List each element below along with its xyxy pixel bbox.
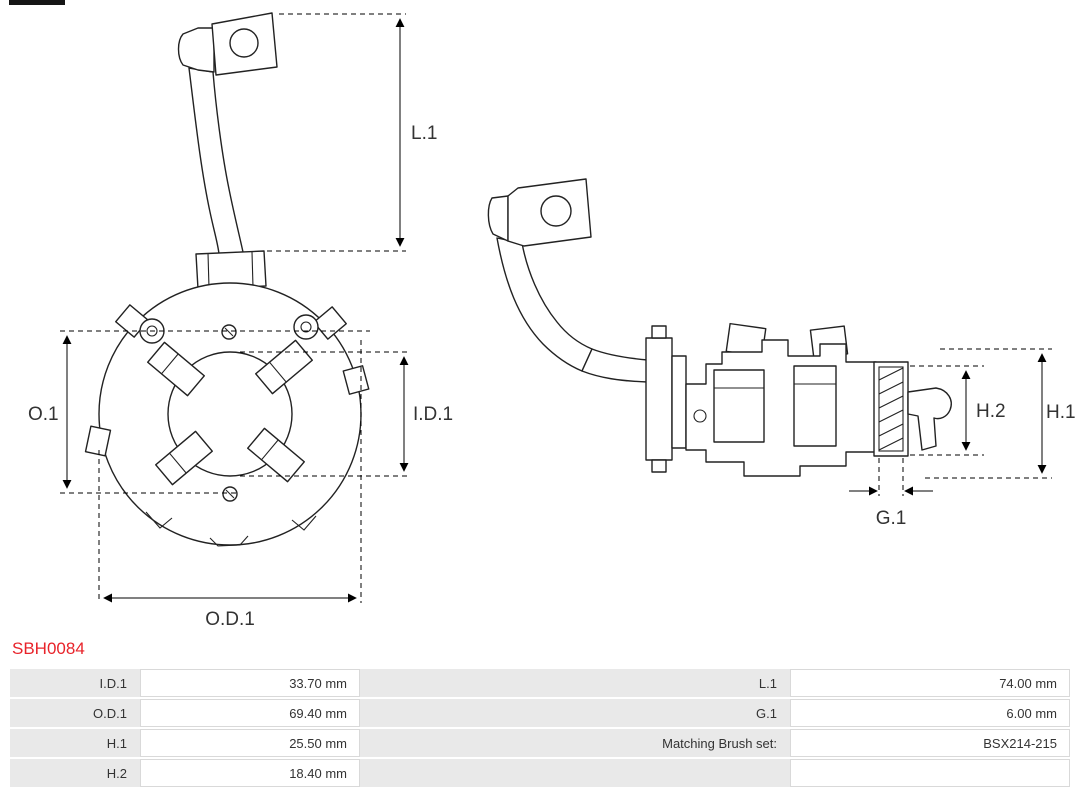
spec-label-cell: H.1: [10, 729, 140, 757]
dimension-label-id1: I.D.1: [413, 404, 453, 425]
connector-tab: [487, 195, 509, 242]
side-view-dimensions: H.2 H.1 G.1: [849, 348, 1076, 529]
dimension-label-g1: G.1: [876, 508, 907, 529]
spec-value-cell: 25.50 mm: [140, 729, 360, 757]
hook-bracket: [907, 387, 952, 451]
connector-hole: [229, 28, 259, 58]
dimension-label-l1: L.1: [411, 123, 437, 144]
connector-tab: [177, 27, 215, 73]
spec-value-cell: 18.40 mm: [140, 759, 360, 787]
dimension-label-od1: O.D.1: [205, 609, 255, 630]
table-row: I.D.1 33.70 mm L.1 74.00 mm: [10, 669, 1070, 697]
side-view-drawing: [487, 178, 952, 477]
table-row: H.1 25.50 mm Matching Brush set: BSX214-…: [10, 729, 1070, 757]
technical-diagram: L.1 O.1 I.D.1 O.D.1: [28, 12, 1076, 630]
spec-label-cell: L.1: [360, 669, 790, 697]
spec-label-cell: O.D.1: [10, 699, 140, 727]
spec-label-cell: [360, 759, 790, 787]
spec-value-cell: [790, 759, 1070, 787]
spec-label-cell: I.D.1: [10, 669, 140, 697]
dimension-label-h2: H.2: [976, 401, 1006, 422]
front-view-drawing: [84, 12, 370, 547]
spec-value-cell: 74.00 mm: [790, 669, 1070, 697]
brush-box: [147, 341, 205, 397]
table-row: H.2 18.40 mm: [10, 759, 1070, 787]
spec-label-cell: G.1: [360, 699, 790, 727]
spec-label-cell: Matching Brush set:: [360, 729, 790, 757]
mount-eyelet: [293, 314, 319, 340]
spec-value-cell: BSX214-215: [790, 729, 1070, 757]
page-edge-artifact: [9, 0, 65, 5]
spec-value-cell: 6.00 mm: [790, 699, 1070, 727]
part-number: SBH0084: [12, 639, 85, 658]
spec-value-cell: 33.70 mm: [140, 669, 360, 697]
brush-box: [255, 339, 313, 395]
spec-table: I.D.1 33.70 mm L.1 74.00 mm O.D.1 69.40 …: [10, 667, 1070, 789]
carbon-brush: [873, 361, 909, 457]
table-row: O.D.1 69.40 mm G.1 6.00 mm: [10, 699, 1070, 727]
dimension-label-o1: O.1: [28, 404, 59, 425]
brush-box: [247, 427, 305, 483]
brush-box: [155, 430, 213, 486]
front-view-dimensions: L.1 O.1 I.D.1 O.D.1: [28, 13, 453, 630]
dimension-label-h1: H.1: [1046, 402, 1076, 423]
connector-hole: [540, 195, 572, 227]
spec-label-cell: H.2: [10, 759, 140, 787]
spec-value-cell: 69.40 mm: [140, 699, 360, 727]
